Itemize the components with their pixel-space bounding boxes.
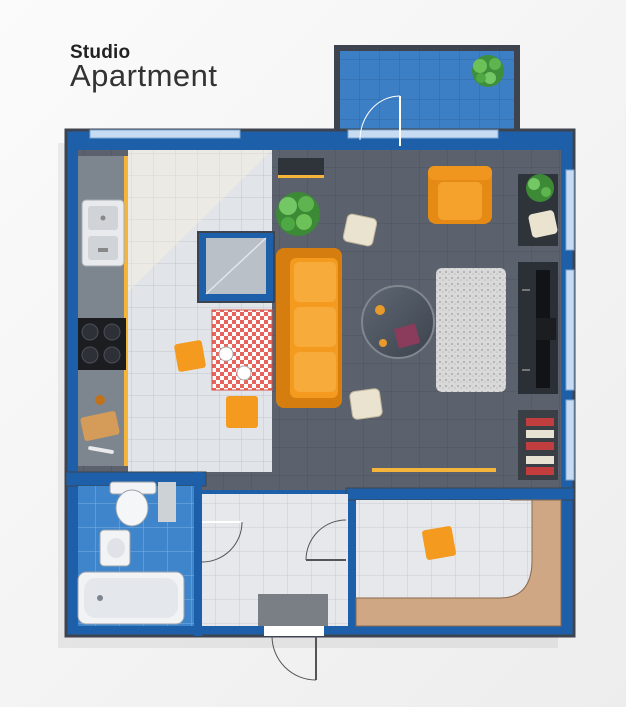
stool <box>422 526 456 560</box>
balcony <box>334 45 520 138</box>
dining-chair <box>174 340 258 428</box>
bathtub-icon <box>77 571 185 625</box>
door-mat <box>258 594 328 626</box>
rug <box>436 268 506 392</box>
wardrobe <box>355 499 562 627</box>
toilet-icon <box>109 481 157 527</box>
kitchen-counter <box>78 156 128 466</box>
sink-icon <box>81 199 125 267</box>
interior-wall <box>345 487 575 501</box>
wall-shelf <box>278 158 324 178</box>
side-plant <box>518 174 558 246</box>
towel-rack <box>158 482 176 522</box>
armchair <box>428 166 492 224</box>
plant-icon <box>472 55 504 87</box>
wall-trim <box>372 468 496 472</box>
bathroom-wall <box>194 472 202 636</box>
window-top-balcony <box>347 129 499 139</box>
dining-table <box>211 309 273 391</box>
ottoman <box>349 388 383 420</box>
cooktop-icon <box>78 318 126 370</box>
title-apartment: Apartment <box>70 58 218 93</box>
window-right-2 <box>565 269 575 391</box>
cutting-board-icon <box>80 395 120 454</box>
ottoman <box>342 213 378 247</box>
tv-stand <box>518 262 558 394</box>
plant-icon <box>276 192 320 236</box>
sofa <box>276 248 342 408</box>
washbasin-icon <box>99 529 131 567</box>
window-right-1 <box>565 169 575 251</box>
title-studio: Studio <box>70 42 131 63</box>
entrance-opening <box>264 626 324 636</box>
coffee-table <box>361 285 435 359</box>
bookshelf <box>518 410 558 480</box>
window-top-left <box>89 129 241 139</box>
window-right-3 <box>565 399 575 481</box>
